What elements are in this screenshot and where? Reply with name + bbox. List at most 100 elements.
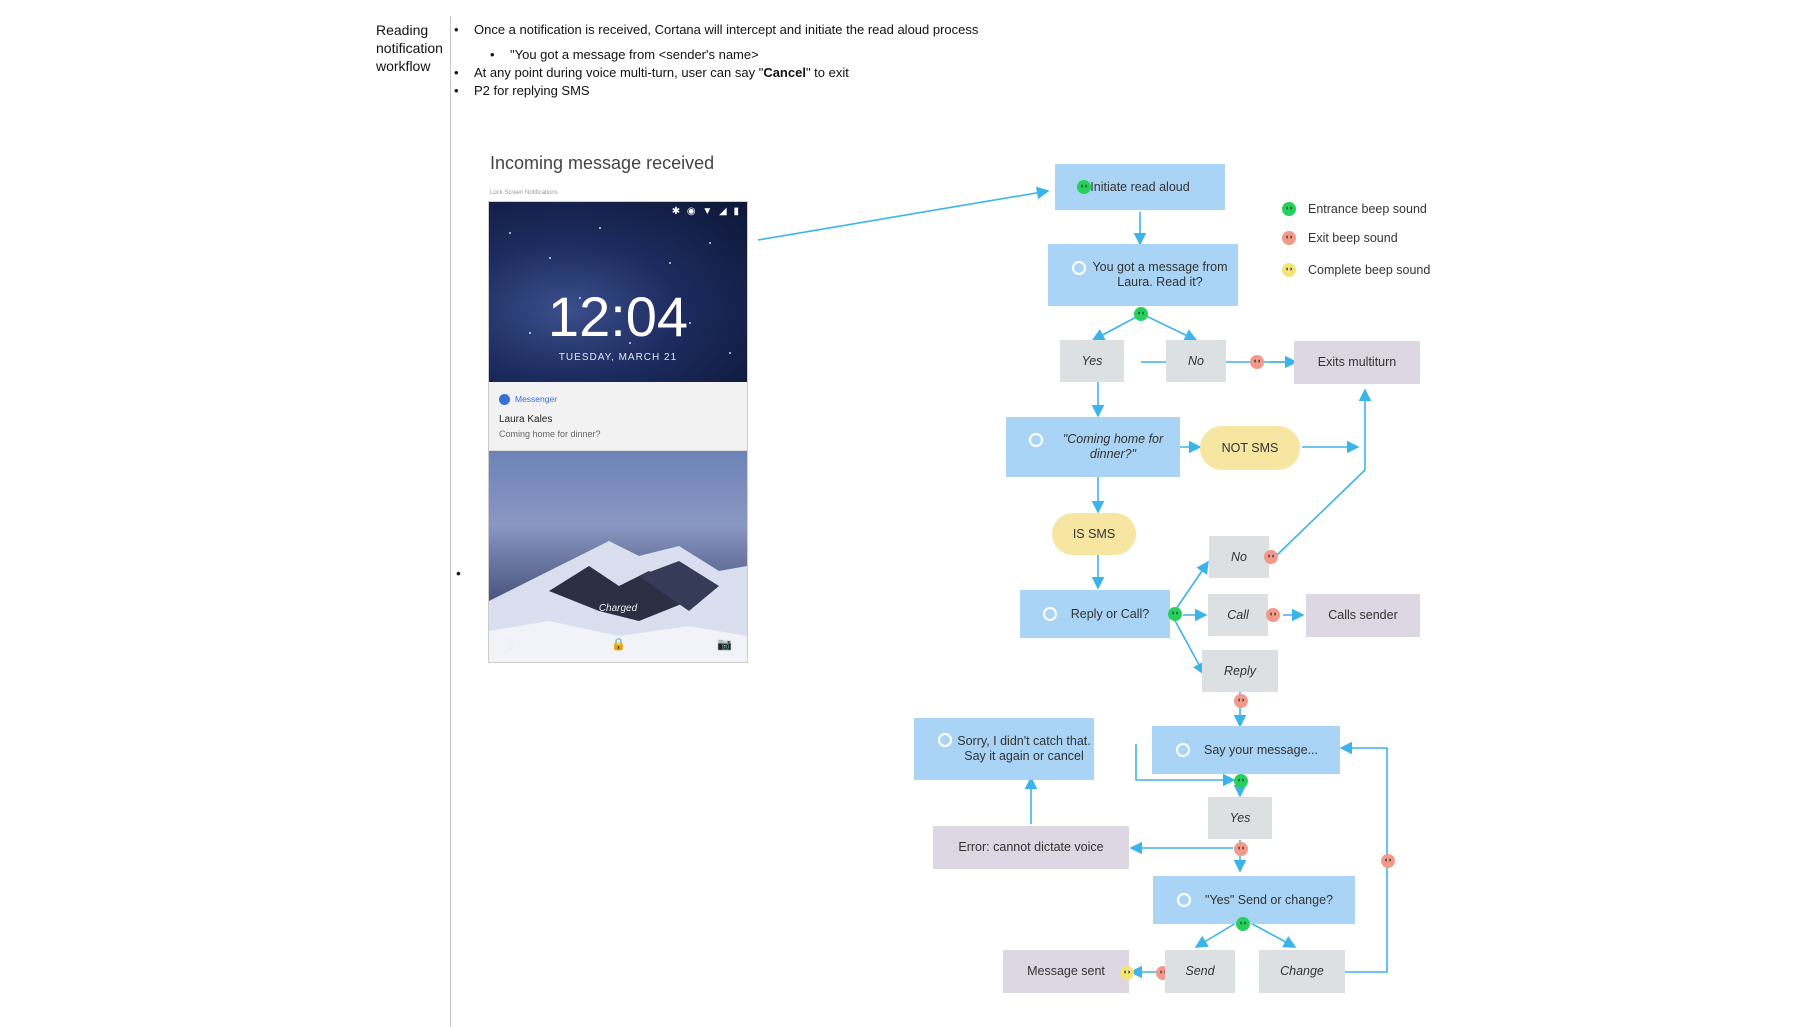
bullet-item: • P2 for replying SMS	[454, 82, 590, 100]
bullet-item: • Once a notification is received, Cortan…	[454, 21, 979, 39]
bullet-bold: Cancel	[763, 65, 806, 80]
node-label: Yes	[1229, 810, 1251, 825]
exit-beep-icon: ◖◗	[1282, 231, 1296, 245]
messenger-icon	[499, 394, 510, 405]
node-is-sms: IS SMS	[1052, 513, 1136, 555]
node-label: "Yes" Send or change?	[1205, 892, 1333, 907]
bullet-text: Once a notification is received, Cortana…	[474, 22, 979, 37]
lock-date: TUESDAY, MARCH 21	[558, 352, 678, 363]
exit-beep-icon: ◖◗	[1234, 694, 1248, 708]
node-no-2: No	[1209, 536, 1269, 578]
exit-beep-icon: ◖◗	[1264, 550, 1278, 564]
node-say-message: Say your message...	[1152, 726, 1340, 774]
exit-beep-icon: ◖◗	[1250, 355, 1264, 369]
node-sorry: Sorry, I didn't catch that. Say it again…	[914, 718, 1094, 780]
notification-card[interactable]: Messenger Laura Kales Coming home for di…	[489, 382, 747, 451]
node-label: Send	[1185, 964, 1215, 978]
charging-status: Charged	[598, 603, 638, 614]
bullet-dot: •	[490, 47, 495, 62]
listening-circle-icon	[1043, 607, 1057, 621]
sidebar-title-line: workflow	[376, 58, 431, 74]
camera-icon[interactable]: 📷	[717, 637, 732, 651]
node-yes-2: Yes	[1208, 797, 1272, 839]
status-bar-icons: ✱ ◉ ▼ ◢ ▮	[671, 206, 741, 217]
lock-clock: 12:04	[547, 285, 689, 348]
legend-complete: Complete beep sound	[1308, 263, 1431, 277]
sidebar-title-line: notification	[376, 40, 443, 56]
lock-screen-caption: Lock Screen Notifications	[490, 190, 558, 196]
complete-beep-icon: ◖◗	[1120, 966, 1134, 980]
node-read-prompt: You got a message from Laura. Read it?	[1048, 244, 1238, 306]
exit-beep-icon: ◖◗	[1234, 842, 1248, 856]
node-label: Change	[1280, 964, 1324, 978]
node-label: Say your message...	[1204, 742, 1318, 757]
starry-sky	[489, 202, 747, 382]
node-label: IS SMS	[1072, 526, 1116, 541]
entrance-beep-icon: ◖◗	[1134, 307, 1148, 321]
wallpaper-lower: Charged 🎙 🔒 📷	[489, 451, 747, 662]
mic-icon[interactable]: 🎙	[503, 637, 519, 651]
node-label: Reply	[1224, 663, 1256, 678]
node-yes: Yes	[1060, 340, 1124, 382]
complete-beep-icon: ◖◗	[1282, 263, 1296, 277]
listening-circle-icon	[938, 733, 952, 747]
bullet-dot: •	[454, 83, 459, 98]
sub-bullet-item: • "You got a message from <sender's name>	[490, 46, 759, 64]
mountain-image	[489, 541, 747, 662]
exit-beep-icon: ◖◗	[1381, 854, 1395, 868]
notification-snippet: Coming home for dinner?	[499, 429, 601, 439]
node-send: Send	[1165, 950, 1235, 993]
bullet-text: P2 for replying SMS	[474, 83, 590, 98]
node-error: Error: cannot dictate voice	[933, 826, 1129, 869]
node-label: You got a message from Laura. Read it?	[1092, 260, 1228, 289]
column-divider	[450, 16, 451, 1027]
node-label: Call	[1227, 607, 1249, 622]
section-title: Incoming message received	[490, 153, 715, 173]
notification-sender: Laura Kales	[499, 414, 553, 425]
entrance-beep-icon: ◖◗	[1234, 774, 1248, 788]
listening-circle-icon	[1029, 433, 1043, 447]
node-label: NOT SMS	[1221, 440, 1279, 455]
exit-beep-icon: ◖◗	[1266, 608, 1280, 622]
listening-circle-icon	[1177, 893, 1191, 907]
node-label: Calls sender	[1328, 608, 1398, 622]
bullet-text: "You got a message from <sender's name>	[510, 47, 759, 62]
node-no: No	[1166, 340, 1226, 382]
node-reply: Reply	[1202, 650, 1278, 692]
node-message-readout: "Coming home for dinner?"	[1006, 417, 1180, 477]
stray-bullet: •	[456, 565, 461, 581]
legend-entrance: Entrance beep sound	[1308, 202, 1427, 216]
node-label: No	[1231, 549, 1247, 564]
entrance-beep-icon: ◖◗	[1282, 202, 1296, 216]
entrance-beep-icon: ◖◗	[1236, 917, 1250, 931]
node-label: No	[1188, 353, 1204, 368]
sidebar-title-line: Reading	[376, 22, 429, 38]
node-label: Yes	[1081, 353, 1103, 368]
lock-icon[interactable]: 🔒	[611, 637, 626, 651]
bullet-item: • At any point during voice multi-turn, u…	[454, 64, 849, 82]
notification-app: Messenger	[515, 394, 558, 404]
listening-circle-icon	[1176, 743, 1190, 757]
node-label: Sorry, I didn't catch that. Say it again…	[957, 734, 1091, 763]
node-initiate-read-aloud: Initiate read aloud	[1055, 164, 1225, 210]
node-calls-sender: Calls sender	[1306, 594, 1420, 637]
node-change: Change	[1259, 950, 1345, 993]
node-label: Reply or Call?	[1070, 606, 1150, 621]
node-label: Exits multiturn	[1317, 355, 1397, 369]
node-message-sent: Message sent	[1003, 950, 1129, 993]
listening-circle-icon	[1072, 261, 1086, 275]
bullet-text: " to exit	[805, 65, 849, 80]
node-call: Call	[1208, 594, 1268, 636]
bullet-text: At any point during voice multi-turn, us…	[474, 65, 764, 80]
sidebar-title: Reading notification workflow	[376, 21, 452, 75]
bullet-dot: •	[454, 65, 459, 80]
node-not-sms: NOT SMS	[1200, 426, 1300, 470]
bullet-dot: •	[454, 22, 459, 37]
entrance-beep-icon: ◖◗	[1168, 607, 1182, 621]
node-label: "Coming home for dinner?"	[1062, 432, 1164, 461]
node-label: Initiate read aloud	[1090, 179, 1190, 194]
legend-exit: Exit beep sound	[1308, 231, 1398, 245]
entrance-beep-icon: ◖◗	[1077, 180, 1091, 194]
phone-screenshot: ✱ ◉ ▼ ◢ ▮ 12:04 TUESDAY, MARCH 21 Messen…	[488, 201, 748, 663]
